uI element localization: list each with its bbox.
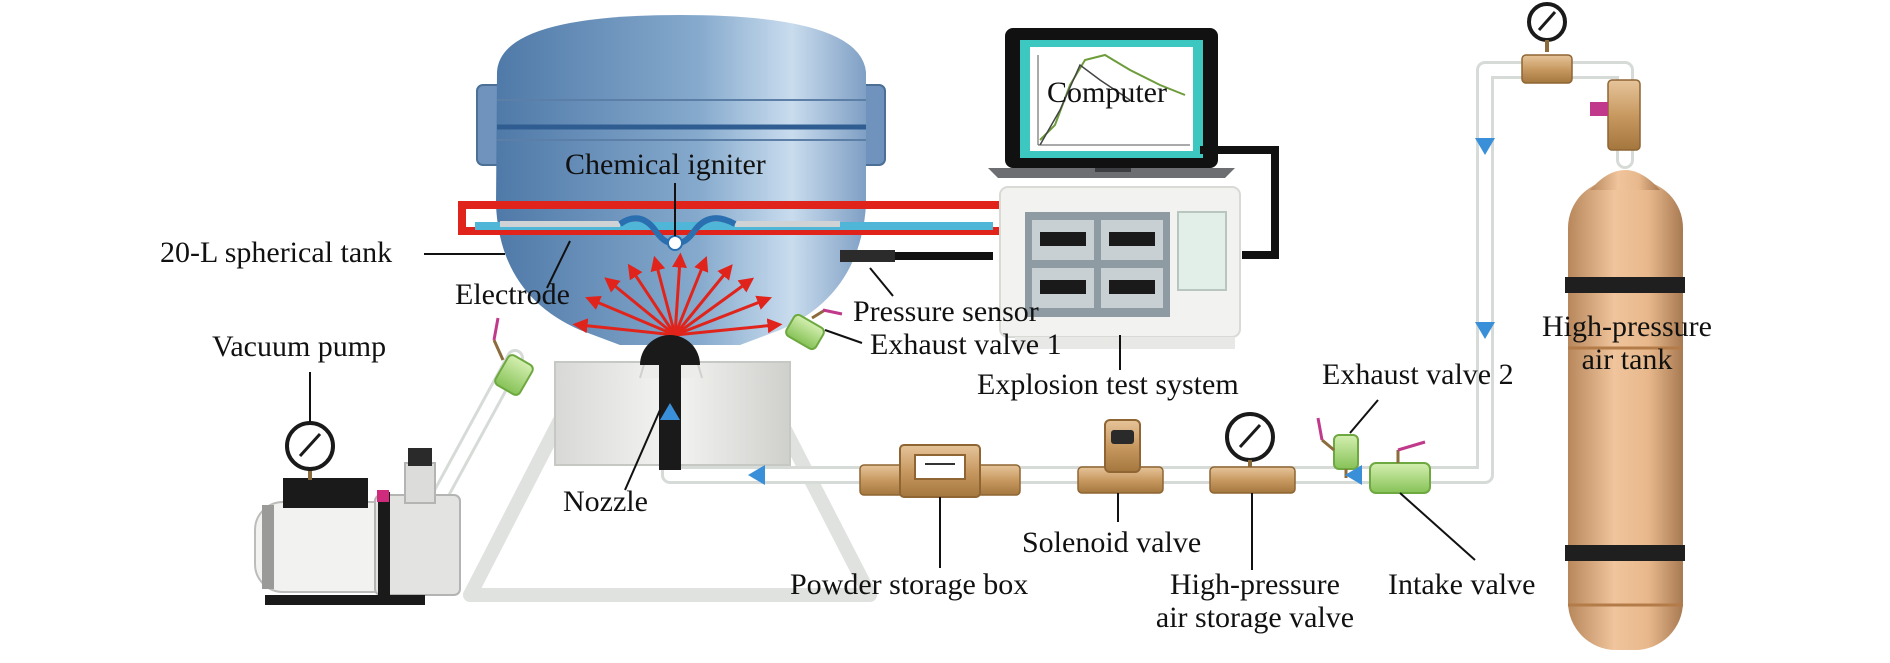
powder-storage-box xyxy=(859,444,1021,498)
intake-valve-label: Intake valve xyxy=(1388,568,1536,601)
exhaust-valve-1 xyxy=(785,308,843,351)
ignition-energy-arrows xyxy=(572,252,783,337)
intake-valve xyxy=(1369,440,1431,494)
spherical-tank xyxy=(476,15,886,345)
exhaust-valve-2-label: Exhaust valve 2 xyxy=(1322,358,1514,391)
flow-arrow-icon xyxy=(660,138,1495,485)
solenoid-valve-label: Solenoid valve xyxy=(1022,526,1202,559)
vacuum-pump-label: Vacuum pump xyxy=(212,330,387,363)
air-storage-valve-label: High-pressure air storage valve xyxy=(1140,568,1370,634)
pressure-gauge-icon xyxy=(285,421,335,471)
air-tank-label: High-pressure air tank xyxy=(1522,310,1732,376)
chemical-igniter-label: Chemical igniter xyxy=(565,148,766,181)
solenoid-valve xyxy=(1077,419,1164,494)
nozzle-label: Nozzle xyxy=(563,485,648,518)
air-tank-label-line2: air tank xyxy=(1581,343,1673,376)
pressure-gauge-icon xyxy=(1225,412,1275,472)
exhaust-valve-2 xyxy=(1316,417,1359,478)
air-storage-valve xyxy=(1209,466,1296,494)
leader-lines xyxy=(309,183,1476,570)
computer-label: Computer xyxy=(1047,76,1167,109)
high-pressure-air-tank xyxy=(1565,170,1685,650)
electrode-label: Electrode xyxy=(455,278,570,311)
vacuum-pump xyxy=(254,448,461,605)
tank-top-fitting xyxy=(1521,54,1641,151)
data-cable xyxy=(1200,146,1279,259)
air-tank-label-line1: High-pressure xyxy=(1542,310,1712,343)
pressure-gauge-icon xyxy=(1527,2,1567,52)
explosion-test-system xyxy=(999,186,1241,349)
pressure-sensor-label: Pressure sensor xyxy=(853,295,1039,328)
explosion-test-system-label: Explosion test system xyxy=(977,368,1239,401)
exhaust-valve-1-label: Exhaust valve 1 xyxy=(870,328,1062,361)
air-storage-valve-label-line1: High-pressure xyxy=(1170,568,1340,601)
spherical-tank-label: 20-L spherical tank xyxy=(160,236,393,269)
computer-laptop xyxy=(988,28,1235,178)
air-storage-valve-label-line2: air storage valve xyxy=(1155,601,1355,634)
powder-storage-box-label: Powder storage box xyxy=(790,568,1029,601)
vacuum-line-valve xyxy=(492,317,534,396)
